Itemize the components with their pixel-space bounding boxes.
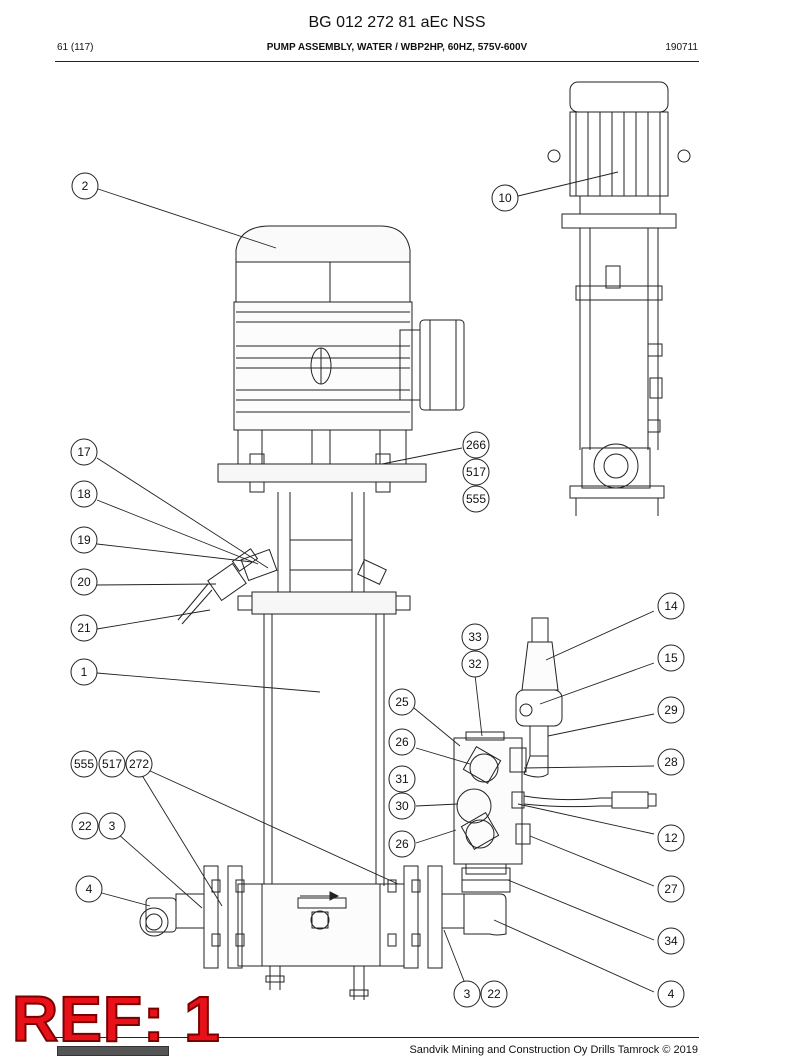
pump-base (203, 865, 443, 1000)
inlet-elbow (139, 893, 205, 937)
callout-label: 34 (664, 934, 678, 948)
callout-label: 1 (81, 665, 88, 679)
callout-label: 30 (395, 799, 409, 813)
callout-label: 4 (668, 987, 675, 1001)
hose (511, 791, 657, 809)
callout-label: 15 (664, 651, 678, 665)
callout-label: 29 (664, 703, 678, 717)
footer-copyright: Sandvik Mining and Construction Oy Drill… (409, 1044, 698, 1056)
drain-valve (177, 548, 259, 625)
pump-column (237, 492, 411, 886)
manifold-block (453, 731, 531, 875)
callout-label: 10 (498, 191, 512, 205)
callout-label: 272 (129, 757, 149, 771)
callout-label: 21 (77, 621, 91, 635)
callout-label: 2 (82, 179, 89, 193)
callout-label: 555 (466, 492, 486, 506)
document-date: 190711 (665, 42, 698, 53)
callout-label: 18 (77, 487, 91, 501)
motor-main (217, 225, 465, 493)
callout-label: 17 (77, 445, 91, 459)
callout-label: 19 (77, 533, 91, 547)
callout-label: 27 (664, 882, 678, 896)
header-rule (55, 61, 699, 62)
callout-label: 26 (395, 837, 409, 851)
callout-label: 517 (102, 757, 122, 771)
callout-label: 26 (395, 735, 409, 749)
callout-label: 14 (664, 599, 678, 613)
leader-lines (96, 171, 655, 993)
callout-label: 22 (78, 819, 92, 833)
document-title: BG 012 272 81 aEc NSS (308, 14, 486, 31)
callout-label: 4 (86, 882, 93, 896)
callout-label: 22 (487, 987, 501, 1001)
callout-label: 25 (395, 695, 409, 709)
pump-side-view (547, 81, 691, 516)
callout-label: 517 (466, 465, 486, 479)
callout-label: 20 (77, 575, 91, 589)
ref-stamp: REF: 1 (11, 982, 221, 1056)
callout-label: 12 (664, 831, 678, 845)
footer-rule (55, 1037, 699, 1038)
callout-label: 3 (109, 819, 116, 833)
callout-label: 31 (395, 772, 409, 786)
page-number: 61 (117) (57, 42, 94, 53)
callout-label: 266 (466, 438, 486, 452)
outlet-elbow (441, 867, 511, 936)
callout-label: 33 (468, 630, 482, 644)
callout-label: 32 (468, 657, 482, 671)
page-heading: PUMP ASSEMBLY, WATER / WBP2HP, 60HZ, 575… (266, 42, 528, 53)
pressure-relief-valve (515, 617, 563, 778)
callout-label: 28 (664, 755, 678, 769)
callout-label: 555 (74, 757, 94, 771)
callout-label: 3 (464, 987, 471, 1001)
